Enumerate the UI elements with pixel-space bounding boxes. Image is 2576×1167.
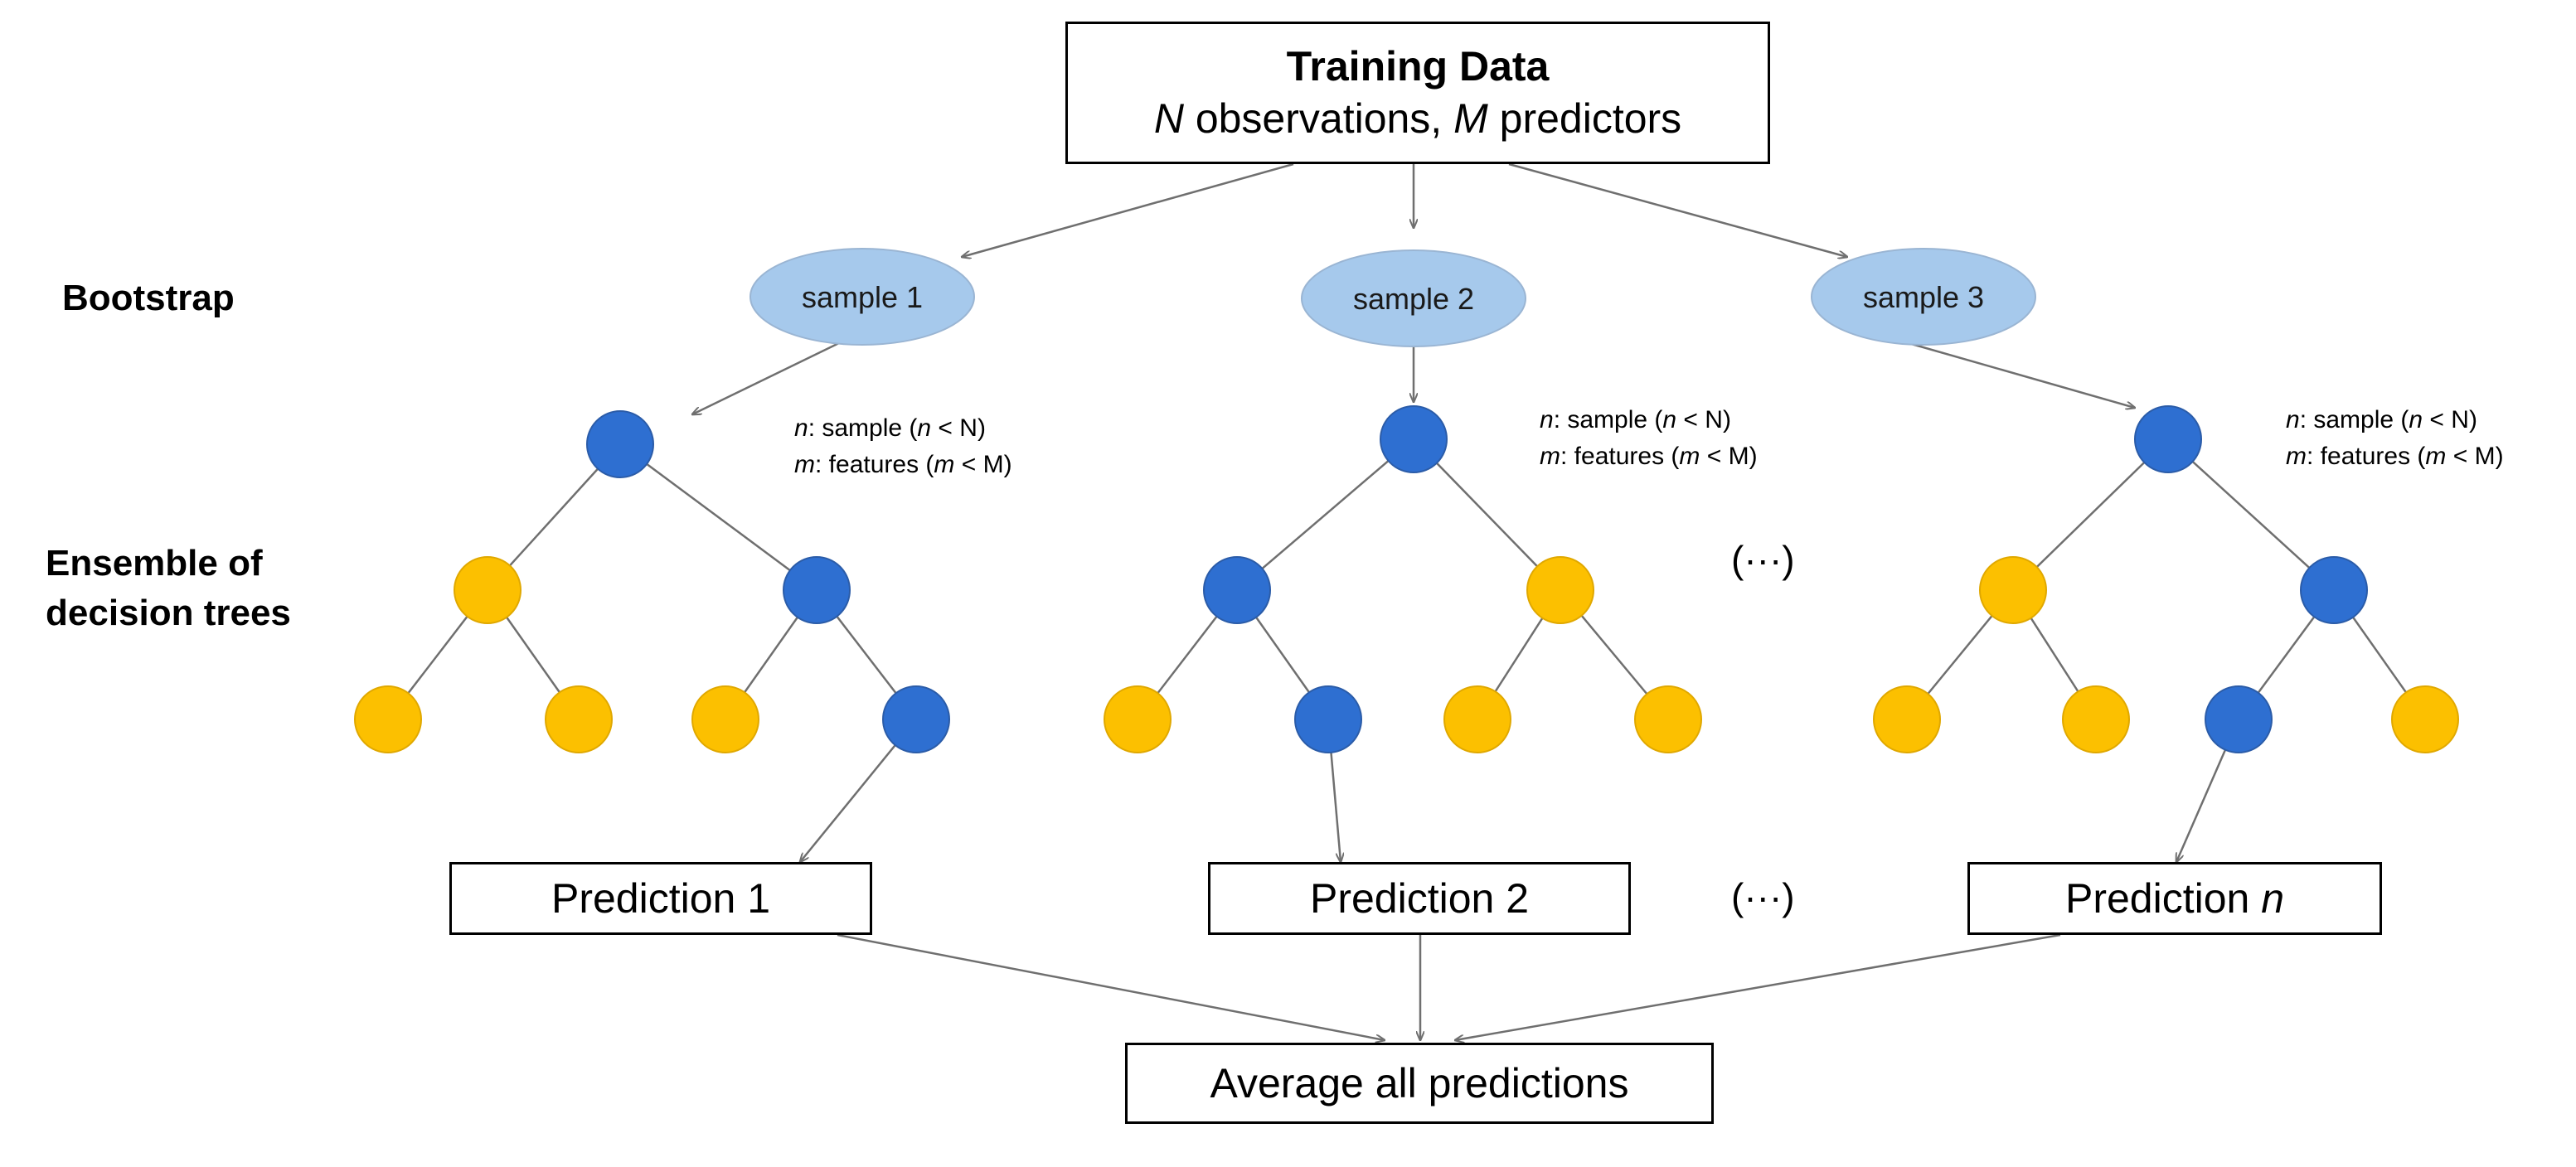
leaf-node bbox=[2391, 685, 2459, 753]
sample-label-3: sample 3 bbox=[1863, 280, 1984, 314]
prediction-box-1: Prediction 1 bbox=[449, 862, 872, 935]
sample-node-2: sample 2 bbox=[1301, 249, 1526, 347]
split-node bbox=[1380, 405, 1448, 473]
split-node bbox=[2300, 556, 2368, 624]
sample-node-3: sample 3 bbox=[1811, 248, 2036, 346]
edge-prediction1-average bbox=[837, 933, 1385, 1040]
leaf-node bbox=[1104, 685, 1172, 753]
edge-training-sample1 bbox=[962, 162, 1294, 257]
tree-1-edges bbox=[387, 443, 917, 862]
sampling-note-2: n: sample (n < N) m: features (m < M) bbox=[1540, 406, 1758, 470]
leaf-node bbox=[454, 556, 522, 624]
ellipsis-trees: (···) bbox=[1731, 538, 1795, 581]
prediction-box-n: Prediction n bbox=[1967, 862, 2382, 935]
edge-training-sample3 bbox=[1508, 162, 1847, 257]
split-node bbox=[1294, 685, 1362, 753]
split-node bbox=[586, 410, 654, 478]
edge-predictionn-average bbox=[1455, 933, 2061, 1040]
tree-3 bbox=[1873, 405, 2459, 753]
leaf-node bbox=[1526, 556, 1594, 624]
leaf-node bbox=[691, 685, 759, 753]
tree-2 bbox=[1104, 405, 1702, 753]
training-data-title: Training Data bbox=[1286, 43, 1550, 90]
average-box: Average all predictions bbox=[1125, 1043, 1714, 1124]
sample-label-2: sample 2 bbox=[1353, 282, 1474, 316]
sampling-note-1: n: sample (n < N) m: features (m < M) bbox=[794, 414, 1012, 478]
split-node bbox=[783, 556, 851, 624]
training-data-subtitle: N observations, M predictors bbox=[1153, 95, 1682, 142]
edge-sample1-root1 bbox=[692, 338, 847, 414]
split-node bbox=[2205, 685, 2273, 753]
leaf-node bbox=[1873, 685, 1941, 753]
n-symbol: N bbox=[1153, 95, 1184, 142]
split-node bbox=[882, 685, 950, 753]
leaf-node bbox=[1634, 685, 1702, 753]
leaf-node bbox=[1443, 685, 1511, 753]
tree-2-edges bbox=[1137, 438, 1669, 862]
split-node bbox=[2134, 405, 2202, 473]
tree-3-edges bbox=[1906, 438, 2427, 862]
sample-label-1: sample 1 bbox=[802, 280, 923, 314]
leaf-node bbox=[2062, 685, 2130, 753]
sample-node-1: sample 1 bbox=[750, 248, 975, 346]
sampling-note-3: n: sample (n < N) m: features (m < M) bbox=[2286, 406, 2504, 470]
m-symbol: M bbox=[1453, 95, 1488, 142]
edge-sample3-root3 bbox=[1902, 340, 2135, 408]
prediction-box-2: Prediction 2 bbox=[1208, 862, 1631, 935]
split-node bbox=[1203, 556, 1271, 624]
leaf-node bbox=[1979, 556, 2047, 624]
leaf-node bbox=[354, 685, 422, 753]
training-data-box: Training Data N observations, M predicto… bbox=[1065, 22, 1770, 164]
bootstrap-label: Bootstrap bbox=[62, 278, 235, 318]
tree-1 bbox=[354, 410, 950, 753]
ellipsis-predictions: (···) bbox=[1731, 875, 1795, 918]
leaf-node bbox=[545, 685, 613, 753]
ensemble-label: Ensemble of decision trees bbox=[46, 543, 291, 633]
